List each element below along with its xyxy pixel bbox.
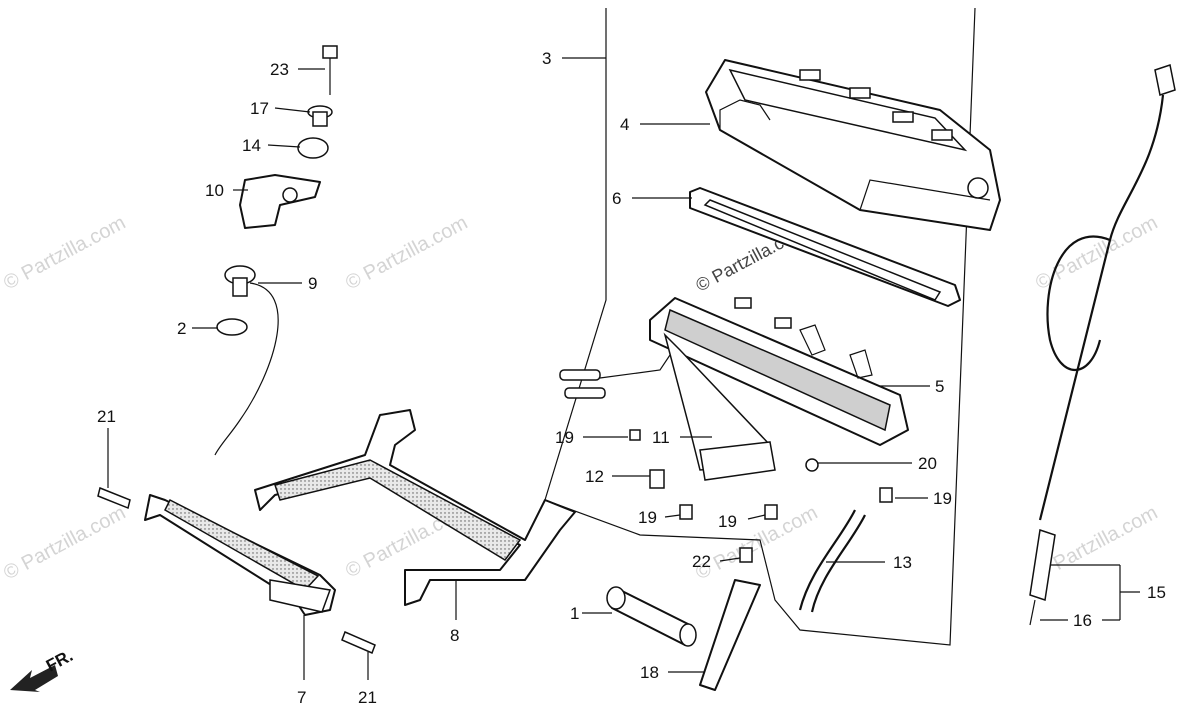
callout-10: 10 — [205, 181, 224, 200]
callout-21-lower: 21 — [358, 688, 377, 707]
meter-cover — [705, 59, 1001, 231]
callout-17: 17 — [250, 99, 269, 118]
meter-unit — [559, 297, 909, 471]
main-bracket — [254, 409, 576, 606]
callout-23: 23 — [270, 60, 289, 79]
callout-1: 1 — [570, 604, 579, 623]
callout-5: 5 — [935, 377, 944, 396]
callout-3: 3 — [542, 49, 551, 68]
callout-18: 18 — [640, 663, 659, 682]
callout-11: 11 — [652, 428, 670, 447]
bolt — [739, 547, 753, 563]
mount-stack — [214, 45, 338, 456]
watermark: © Partzilla.com — [0, 502, 129, 585]
bolt — [341, 630, 376, 655]
hose — [798, 509, 856, 611]
bracket-plate — [699, 441, 776, 481]
callout-9: 9 — [308, 274, 317, 293]
callout-19-c: 19 — [718, 512, 737, 531]
front-direction-indicator: FR. — [10, 646, 76, 692]
callout-19-d: 19 — [933, 489, 952, 508]
bolt — [97, 486, 131, 510]
bracket-strap — [699, 579, 761, 691]
assembly-outline — [544, 7, 976, 646]
small-screws — [629, 429, 893, 520]
callout-15: 15 — [1147, 583, 1166, 602]
callout-6: 6 — [612, 189, 621, 208]
hose — [810, 514, 866, 613]
side-bracket — [144, 494, 336, 616]
watermark: © Partzilla.com — [0, 212, 129, 295]
speedometer-cable — [1029, 64, 1176, 626]
callout-20: 20 — [918, 454, 937, 473]
watermark: © Partzilla.com — [692, 502, 821, 585]
callout-2: 2 — [177, 319, 186, 338]
leader-lines — [107, 57, 1140, 680]
callout-21-upper: 21 — [97, 407, 116, 426]
callout-13: 13 — [893, 553, 912, 572]
callout-19-a: 19 — [555, 428, 574, 447]
callout-7: 7 — [297, 688, 306, 707]
watermark: © Partzilla.com — [342, 212, 471, 295]
callout-12: 12 — [585, 467, 604, 486]
callout-16: 16 — [1073, 611, 1092, 630]
callout-8: 8 — [450, 626, 459, 645]
callout-19-b: 19 — [638, 508, 657, 527]
callout-4: 4 — [620, 115, 629, 134]
callouts: 23 17 14 10 9 2 21 7 8 21 3 4 6 5 19 11 … — [97, 49, 1166, 707]
callout-14: 14 — [242, 136, 261, 155]
rubber-cushion — [606, 586, 697, 647]
gasket — [689, 187, 961, 307]
callout-22: 22 — [692, 552, 711, 571]
